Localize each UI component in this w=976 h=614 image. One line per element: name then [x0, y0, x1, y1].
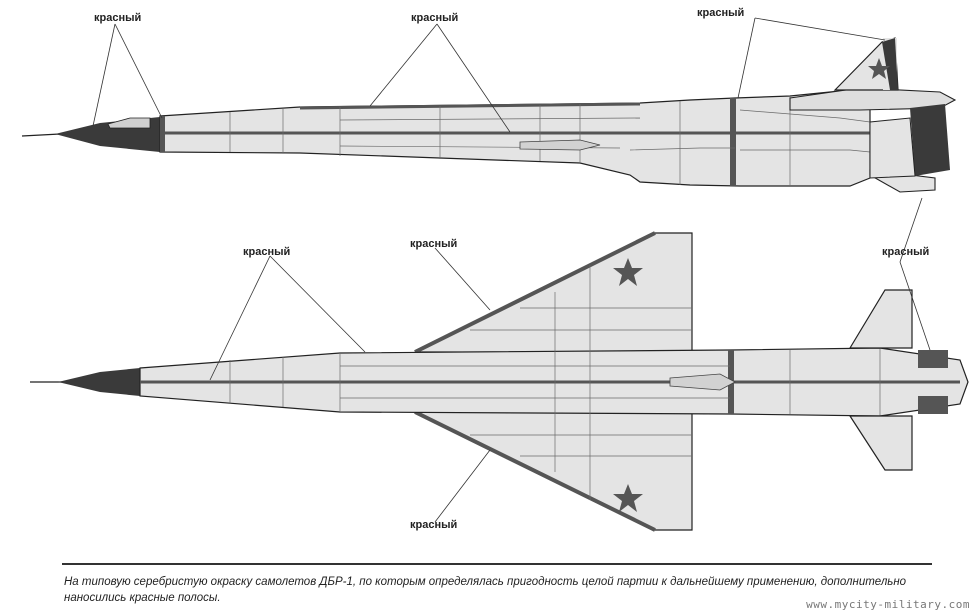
plan-wing-right: [414, 411, 693, 531]
side-red-spine: [299, 102, 641, 110]
label-side-fuselage: красный: [411, 12, 459, 24]
plan-wing-star-right-icon: [613, 484, 643, 512]
plan-wing-left: [414, 232, 693, 353]
plan-ventral-pod: [669, 373, 736, 391]
plan-nose-cone: [58, 368, 140, 396]
label-plan-tail: красный: [882, 246, 930, 258]
side-red-band-tail: [730, 98, 736, 186]
caption-line-2: наносились красные полосы.: [64, 592, 221, 604]
plan-stabilizer-left: [848, 289, 913, 349]
label-side-nose: красный: [94, 12, 142, 24]
plan-tail-red-left: [918, 350, 948, 368]
plan-red-wing-edge-left: [414, 231, 656, 354]
plan-panel-lines: [229, 265, 881, 500]
figure-caption: На типовую серебристую окраску самолетов…: [64, 574, 944, 606]
plan-view: [30, 231, 969, 532]
plan-wing-star-left-icon: [613, 258, 643, 286]
side-red-band-nose: [160, 116, 165, 152]
plan-stabilizer-right: [848, 415, 913, 471]
side-pitot-probe: [21, 133, 61, 137]
plan-red-wing-edge-right: [414, 410, 656, 532]
watermark: www.mycity-military.com: [806, 598, 970, 611]
leader-lines: [92, 17, 931, 523]
caption-rule: [62, 563, 932, 565]
side-view: [21, 37, 957, 193]
plan-tail-red-right: [918, 396, 948, 414]
side-panel-lines: [229, 96, 871, 186]
side-canopy: [107, 117, 151, 129]
label-side-tail: красный: [697, 7, 745, 19]
side-fuselage: [159, 89, 871, 187]
side-tail-cone: [910, 104, 950, 176]
side-fin-tip: [882, 38, 898, 90]
label-plan-wing-top: красный: [410, 238, 458, 250]
caption-line-1: На типовую серебристую окраску самолетов…: [64, 576, 907, 588]
label-plan-nose: красный: [243, 246, 291, 258]
side-ventral-pod: [519, 139, 601, 151]
side-fin-star-icon: [868, 58, 890, 79]
label-plan-wing-bottom: красный: [410, 519, 458, 531]
